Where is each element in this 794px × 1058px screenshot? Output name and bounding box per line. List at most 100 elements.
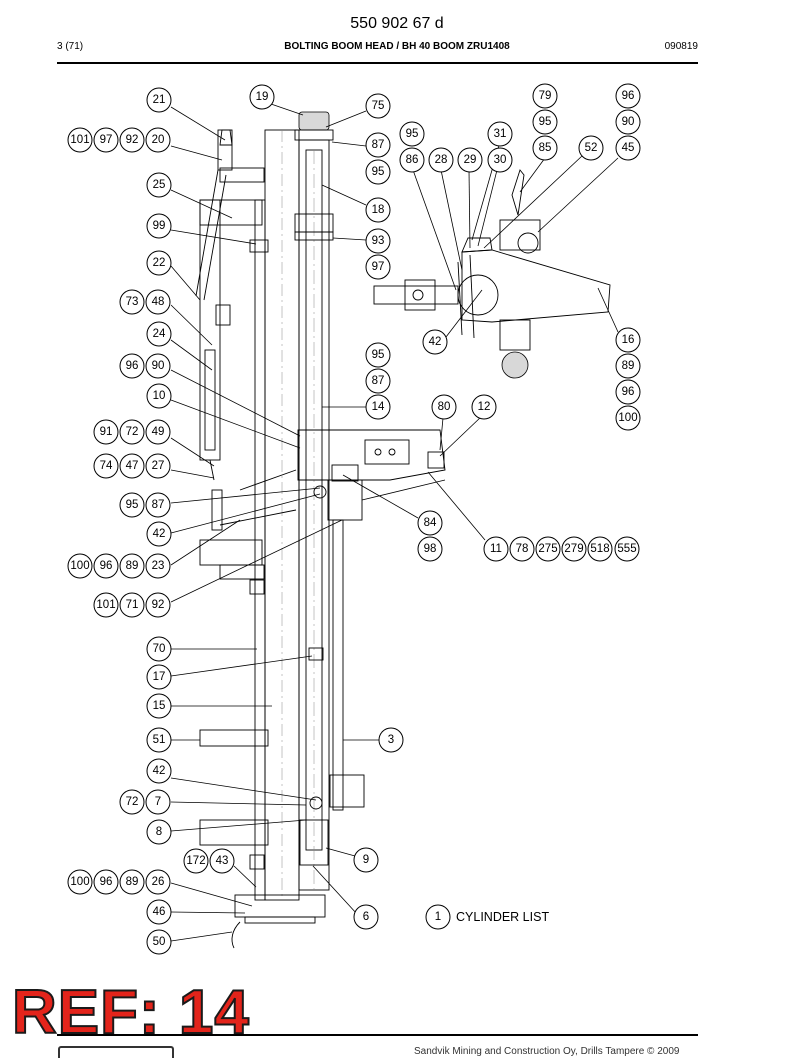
- part-bubble: 46: [146, 899, 172, 925]
- part-bubble: 50: [146, 929, 172, 955]
- svg-text:92: 92: [126, 134, 139, 146]
- svg-text:95: 95: [372, 349, 385, 361]
- svg-text:100: 100: [70, 560, 89, 572]
- svg-text:71: 71: [126, 599, 139, 611]
- svg-text:9: 9: [363, 854, 369, 866]
- part-bubble: 9: [353, 847, 379, 873]
- svg-text:14: 14: [372, 401, 385, 413]
- svg-text:49: 49: [152, 426, 165, 438]
- svg-text:89: 89: [126, 876, 139, 888]
- part-bubble: 95: [399, 121, 425, 147]
- part-bubble: 48: [145, 289, 171, 315]
- svg-text:10: 10: [153, 390, 166, 402]
- part-bubble: 91: [93, 419, 119, 445]
- part-bubble: 3: [378, 727, 404, 753]
- part-bubble: 96: [93, 553, 119, 579]
- part-bubble: 71: [119, 592, 145, 618]
- part-bubble: 279: [561, 536, 587, 562]
- part-bubble: 101: [67, 127, 93, 153]
- part-bubble: 95: [532, 109, 558, 135]
- svg-text:12: 12: [478, 401, 491, 413]
- part-bubble: 100: [615, 405, 641, 431]
- cylinder-list-label: CYLINDER LIST: [456, 910, 550, 924]
- part-bubble: 70: [146, 636, 172, 662]
- part-bubble: 89: [615, 353, 641, 379]
- part-bubble: 78: [509, 536, 535, 562]
- part-bubble: 96: [615, 379, 641, 405]
- svg-text:74: 74: [100, 460, 113, 472]
- svg-text:555: 555: [617, 543, 636, 555]
- svg-text:96: 96: [622, 90, 635, 102]
- part-bubble: 75: [365, 93, 391, 119]
- part-bubble: 21: [146, 87, 172, 113]
- part-bubble: 47: [119, 453, 145, 479]
- svg-text:48: 48: [152, 296, 165, 308]
- svg-text:70: 70: [153, 643, 166, 655]
- svg-text:75: 75: [372, 100, 385, 112]
- part-bubble: 96: [119, 353, 145, 379]
- svg-text:50: 50: [153, 936, 166, 948]
- part-bubble: 7: [145, 789, 171, 815]
- part-bubble: 97: [365, 254, 391, 280]
- document-number: 550 902 67 d: [350, 15, 444, 32]
- svg-text:45: 45: [622, 142, 635, 154]
- company-logo: [58, 1046, 174, 1058]
- part-bubble: 11: [483, 536, 509, 562]
- part-bubble: 26: [145, 869, 171, 895]
- part-bubble: 10: [146, 383, 172, 409]
- part-bubble: 51: [146, 727, 172, 753]
- svg-text:11: 11: [490, 543, 502, 555]
- svg-text:93: 93: [372, 235, 385, 247]
- svg-text:96: 96: [100, 876, 113, 888]
- part-bubble: 8: [146, 819, 172, 845]
- svg-text:92: 92: [152, 599, 165, 611]
- part-bubble: 555: [614, 536, 640, 562]
- part-bubble: 14: [365, 394, 391, 420]
- part-bubble: 31: [487, 121, 513, 147]
- part-bubble: 29: [457, 147, 483, 173]
- part-bubble: 100: [67, 553, 93, 579]
- part-bubble: 96: [615, 83, 641, 109]
- part-bubble: 15: [146, 693, 172, 719]
- part-bubble: 16: [615, 327, 641, 353]
- svg-text:79: 79: [539, 90, 552, 102]
- svg-text:7: 7: [155, 796, 161, 808]
- svg-text:78: 78: [516, 543, 529, 555]
- page-number: 3 (71): [57, 41, 84, 52]
- boom-assembly-artwork: [195, 111, 611, 949]
- svg-text:172: 172: [186, 855, 205, 867]
- document-title: BOLTING BOOM HEAD / BH 40 BOOM ZRU1408: [284, 41, 510, 52]
- svg-text:90: 90: [622, 116, 635, 128]
- document-date: 090819: [664, 41, 698, 52]
- part-bubble: 19: [249, 84, 275, 110]
- part-bubble: 90: [615, 109, 641, 135]
- svg-text:100: 100: [618, 412, 637, 424]
- part-bubble: 172: [183, 848, 209, 874]
- svg-text:28: 28: [435, 154, 448, 166]
- svg-text:42: 42: [153, 528, 166, 540]
- svg-text:52: 52: [585, 142, 598, 154]
- svg-text:275: 275: [538, 543, 557, 555]
- svg-text:87: 87: [372, 139, 385, 151]
- svg-text:89: 89: [126, 560, 139, 572]
- part-bubble: 90: [145, 353, 171, 379]
- part-bubble: 22: [146, 250, 172, 276]
- svg-text:84: 84: [424, 517, 437, 529]
- svg-text:95: 95: [406, 128, 419, 140]
- part-bubble: 84: [417, 510, 443, 536]
- part-bubble: 42: [146, 521, 172, 547]
- part-bubble: 89: [119, 869, 145, 895]
- part-bubble: 87: [365, 368, 391, 394]
- svg-text:95: 95: [372, 166, 385, 178]
- part-bubble: 18: [365, 197, 391, 223]
- svg-text:51: 51: [153, 734, 166, 746]
- part-bubble: 95: [119, 492, 145, 518]
- svg-text:95: 95: [126, 499, 139, 511]
- svg-text:89: 89: [622, 360, 635, 372]
- svg-text:72: 72: [126, 796, 139, 808]
- part-bubble: 95: [365, 159, 391, 185]
- part-bubble: 100: [67, 869, 93, 895]
- svg-text:21: 21: [153, 94, 166, 106]
- part-bubble: 52: [578, 135, 604, 161]
- part-bubble: 30: [487, 147, 513, 173]
